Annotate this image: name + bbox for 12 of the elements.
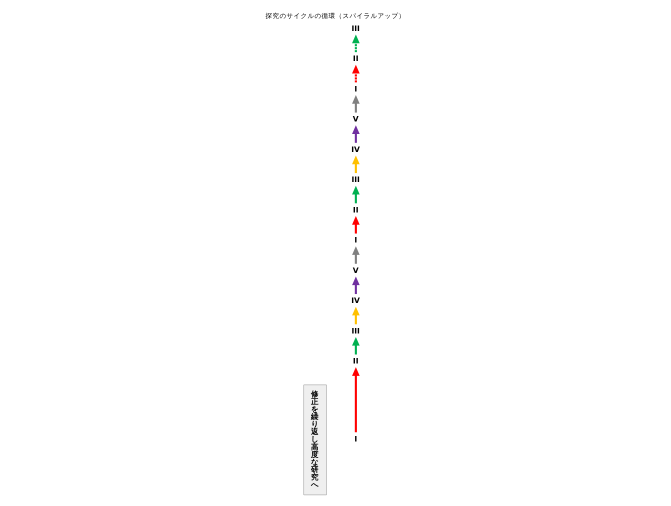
arrow — [352, 336, 360, 355]
arrow — [352, 276, 360, 294]
arrow — [352, 95, 360, 113]
arrow — [352, 34, 360, 52]
arrow — [352, 156, 360, 174]
arrow — [352, 64, 360, 82]
arrow — [352, 216, 360, 234]
arrow — [352, 246, 360, 264]
arrow — [352, 186, 360, 204]
arrow — [352, 125, 360, 143]
arrow — [352, 306, 360, 324]
arrow — [352, 367, 360, 432]
